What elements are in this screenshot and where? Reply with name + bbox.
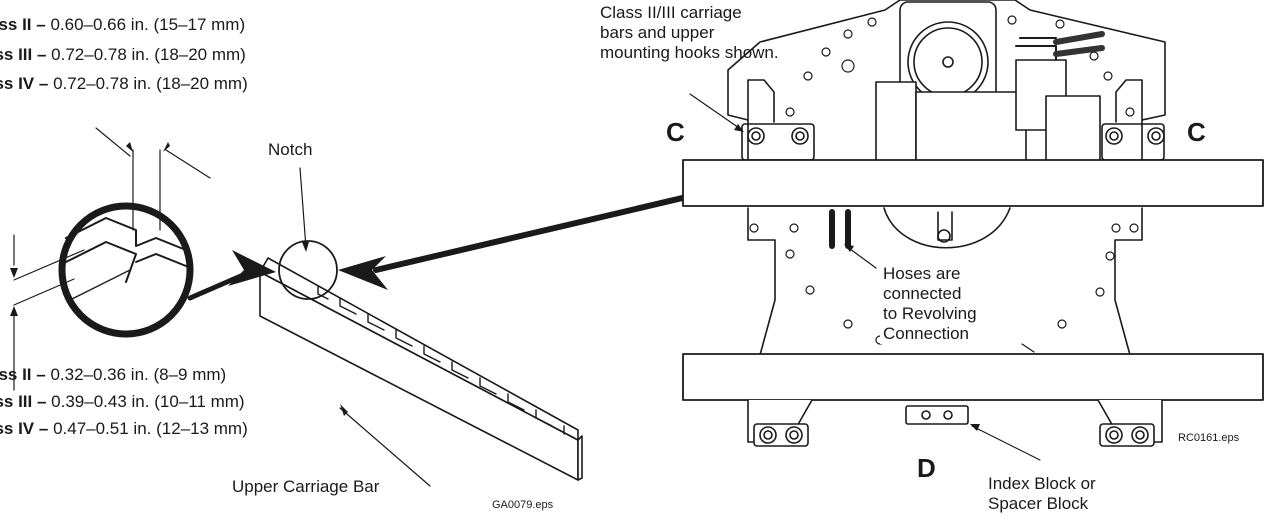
file-name-right: RC0161.eps [1178,432,1240,444]
spec-bottom-class-3: Class III – 0.39–0.43 in. (10–11 mm) [0,392,245,412]
spec-top-class-3: Class III – 0.72–0.78 in. (18–20 mm) [0,45,246,65]
file-name-left: GA0079.eps [492,499,554,511]
index-block [905,405,969,425]
upper-carriage-bar [259,240,583,481]
index-block-line: Index Block or [988,474,1096,493]
spec-value: 0.72–0.78 in. (18–20 mm) [51,45,246,64]
callout-c-right: C [1187,117,1206,147]
spec-class-label: Class IV – [0,74,49,93]
upper-bar-right [682,159,1264,207]
spec-top-class-4: Class IV – 0.72–0.78 in. (18–20 mm) [0,74,248,94]
index-block-note: Index Block or Spacer Block [988,474,1096,514]
upper-carriage-bar-label: Upper Carriage Bar [232,477,380,496]
hoses-note-line: Hoses are [883,264,961,283]
hoses-note-line: connected [883,284,962,303]
hoses-note-line: Connection [883,324,970,343]
notch-label: Notch [268,140,313,159]
spec-bottom-class-4: Class IV – 0.47–0.51 in. (12–13 mm) [0,419,248,439]
callout-c-left: C [666,117,685,147]
spec-value: 0.72–0.78 in. (18–20 mm) [53,74,248,93]
spec-value: 0.39–0.43 in. (10–11 mm) [51,392,245,411]
spec-bottom-class-2: Class II – 0.32–0.36 in. (8–9 mm) [0,365,226,385]
spec-value: 0.32–0.36 in. (8–9 mm) [50,365,227,384]
carriage-note-line: bars and upper [600,23,715,42]
carriage-note: Class II/III carriage bars and upper mou… [600,3,779,63]
carriage-plate [727,0,1166,356]
carriage-note-line: Class II/III carriage [600,3,742,22]
hoses-note: Hoses are connected to Revolving Connect… [880,264,980,344]
spec-class-label: Class IV – [0,419,49,438]
magnified-notch-detail [13,127,211,391]
carriage-note-line: mounting hooks shown. [600,43,779,62]
spec-value: 0.60–0.66 in. (15–17 mm) [50,15,246,34]
spec-class-label: Class II – [0,15,46,34]
callout-d: D [917,453,936,483]
spec-top-class-2: Class II – 0.60–0.66 in. (15–17 mm) [0,15,245,35]
index-block-line: Spacer Block [988,494,1089,513]
spec-value: 0.47–0.51 in. (12–13 mm) [53,419,248,438]
spec-class-label: Class III – [0,392,47,411]
hoses-note-line: to Revolving [883,304,977,323]
spec-class-label: Class II – [0,365,46,384]
spec-class-label: Class III – [0,45,47,64]
lower-bar-right [682,353,1264,401]
